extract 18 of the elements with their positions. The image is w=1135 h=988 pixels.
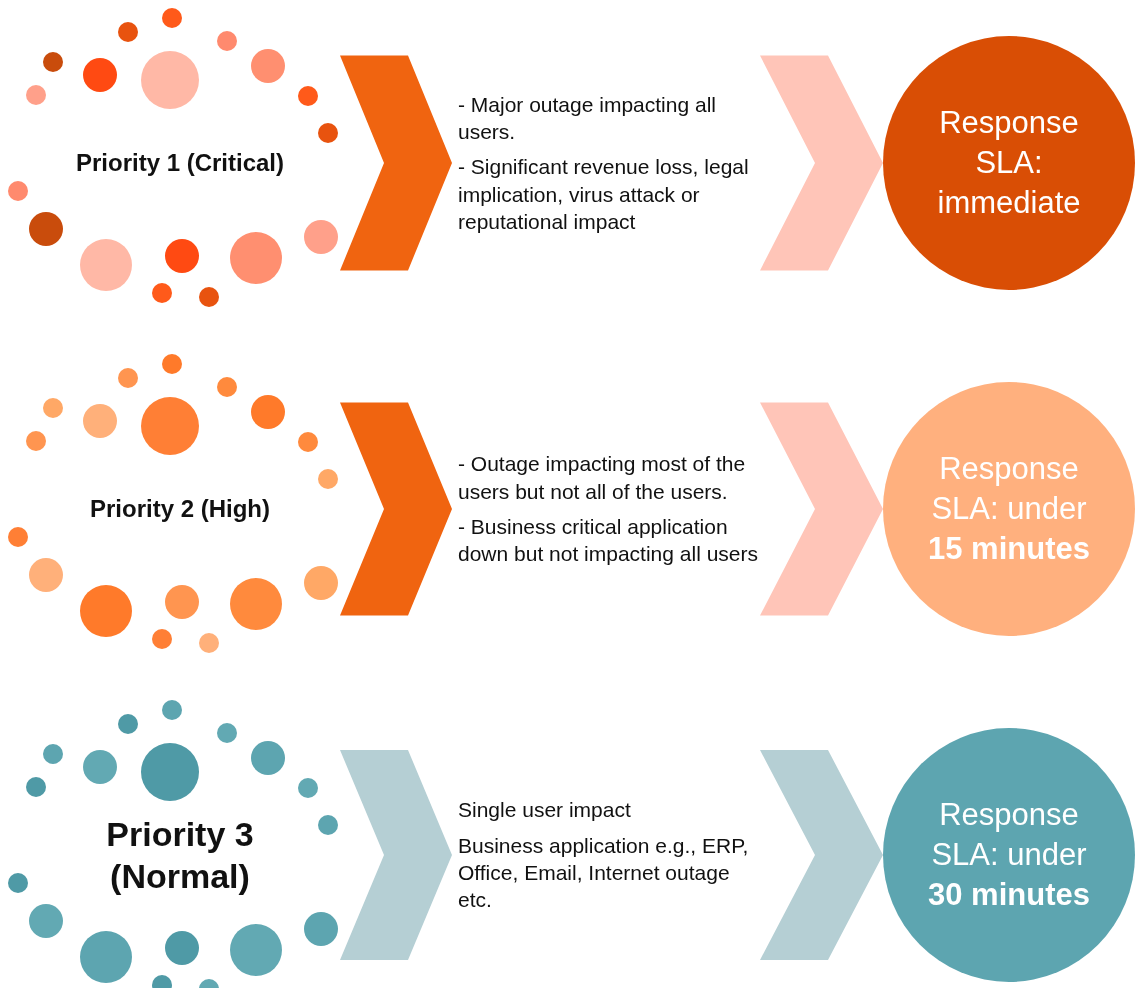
chevron-arrow	[340, 55, 452, 271]
description-text: - Major outage impacting all users.	[458, 91, 717, 146]
sla-text: Response SLA: under 30 minutes	[927, 795, 1091, 915]
chevron-arrow	[340, 402, 452, 616]
priority-label: Priority 2 (High)	[90, 494, 270, 524]
description-text: Business application e.g., ERP, Office, Email, Internet outage etc.	[458, 832, 750, 914]
description-text: - Outage impacting most of the users but not all of the users.	[458, 451, 747, 505]
description-text: - Business critical application down but not impacting all users	[458, 514, 759, 568]
priority-label: Priority 3 (Normal)	[105, 813, 255, 897]
priority-label: Priority 1 (Critical)	[75, 148, 285, 178]
description-text: Single user impact	[458, 797, 632, 824]
chevron-arrow	[340, 750, 452, 960]
chevron-arrow	[760, 402, 883, 616]
description-text: - Significant revenue loss, legal implication, virus attack or reputational impact	[458, 154, 750, 235]
chevron-arrow	[760, 55, 883, 271]
sla-text: Response SLA: under 15 minutes	[927, 449, 1091, 569]
sla-text: Response SLA: immediate	[936, 103, 1082, 223]
chevron-arrow	[760, 750, 883, 960]
